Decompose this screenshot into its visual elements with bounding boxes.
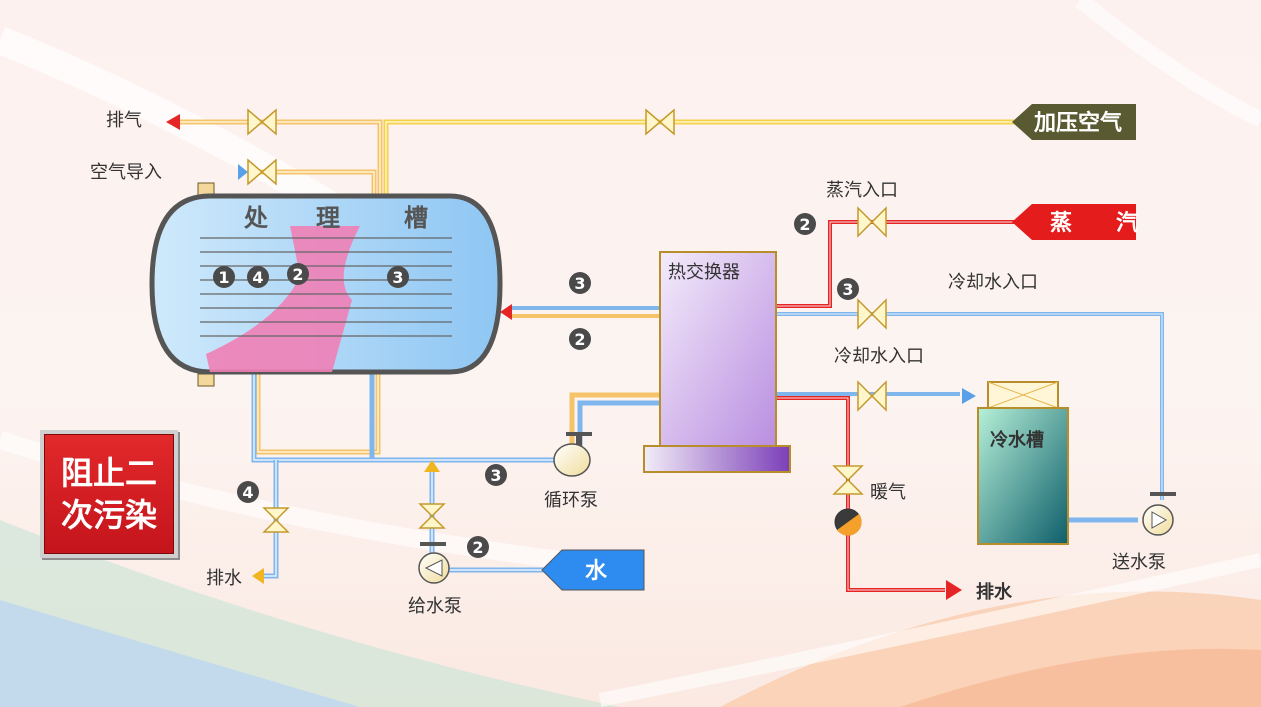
cooling-water-inlet-label-2: 冷却水入口 (834, 346, 924, 367)
callout-text: 阻止二次污染 (60, 454, 157, 534)
svg-text:3: 3 (490, 466, 501, 485)
valve-drain-left[interactable] (262, 507, 290, 533)
circulation-pump[interactable] (553, 432, 592, 477)
pressurized-air-pipe (383, 119, 1015, 196)
heating-label: 暖气 (870, 482, 906, 503)
exhaust-pipe (180, 119, 383, 196)
svg-text:4: 4 (252, 268, 263, 287)
badge-tank-return-3: 3 (569, 272, 591, 294)
tank-title-char-1: 处 (243, 204, 268, 232)
drain-right-label: 排水 (976, 581, 1013, 603)
badge-circ-line: 3 (485, 464, 507, 486)
air-in-pipe (248, 169, 377, 196)
tank-racks (200, 237, 452, 337)
treatment-tank: 处 理 槽 1 4 2 3 (149, 182, 512, 387)
valve-feed[interactable] (418, 503, 446, 529)
valve-exhaust[interactable] (247, 108, 277, 136)
supply-pump-label: 送水泵 (1112, 552, 1166, 573)
valve-heating[interactable] (832, 465, 864, 495)
steam-inlet-label: 蒸汽入口 (826, 180, 898, 201)
drain-right-arrow-icon (946, 580, 962, 600)
feed-pump[interactable] (418, 542, 450, 584)
drain-left-label: 排水 (206, 568, 242, 589)
cold-water-tank: 冷水槽 (977, 381, 1069, 545)
badge-cooling-line: 3 (837, 278, 859, 300)
tank-badge-3: 3 (387, 266, 409, 288)
cooling-water-inlet-label-1: 冷却水入口 (948, 272, 1038, 293)
valve-steam-inlet[interactable] (857, 206, 887, 238)
svg-text:蒸 汽: 蒸 汽 (1050, 210, 1138, 236)
tank-bottom-pipes (251, 372, 560, 463)
exhaust-label: 排气 (106, 110, 142, 131)
svg-text:2: 2 (799, 215, 810, 234)
svg-text:3: 3 (392, 268, 403, 287)
svg-text:1: 1 (218, 268, 229, 287)
feed-pump-label: 给水泵 (408, 596, 462, 617)
pressure-gauge-icon (834, 508, 862, 536)
tank-badge-2: 2 (287, 263, 309, 285)
cold-water-tank-label: 冷水槽 (990, 429, 1044, 451)
svg-text:加压空气: 加压空气 (1033, 110, 1122, 136)
svg-text:4: 4 (242, 483, 253, 502)
badge-steam-line: 2 (794, 213, 816, 235)
tank-badge-4: 4 (247, 266, 269, 288)
tank-title-char-2: 理 (316, 204, 340, 232)
valve-pressurized-air[interactable] (645, 108, 675, 136)
circulation-pump-label: 循环泵 (544, 490, 598, 511)
air-in-arrow-icon (238, 164, 248, 180)
svg-text:2: 2 (292, 265, 303, 284)
badge-tank-return-2: 2 (569, 328, 591, 350)
svg-text:3: 3 (574, 274, 585, 293)
heat-exchanger: 热交换器 (643, 251, 791, 473)
tank-title-char-3: 槽 (404, 204, 428, 232)
cooling-water-pipe (745, 312, 1164, 523)
tank-badge-1: 1 (213, 266, 235, 288)
badge-drain-line: 4 (237, 481, 259, 503)
water-tag: 水 (541, 549, 645, 591)
drain-left-pipe (262, 460, 279, 579)
drain-left-arrow-icon (252, 568, 264, 584)
feed-up-arrow-icon (424, 460, 440, 472)
callout-box: 阻止二次污染 (40, 430, 178, 558)
svg-text:3: 3 (842, 280, 853, 299)
pressurized-air-tag: 加压空气 (1012, 104, 1136, 140)
heat-exchanger-label: 热交换器 (668, 262, 740, 283)
exhaust-arrow-icon (166, 114, 180, 130)
svg-text:2: 2 (574, 330, 585, 349)
svg-text:2: 2 (472, 538, 483, 557)
air-in-label: 空气导入 (90, 162, 162, 183)
valve-cooling-inlet-2[interactable] (857, 380, 887, 412)
svg-text:水: 水 (585, 559, 608, 584)
supply-pump[interactable] (1142, 492, 1176, 536)
cold-tank-arrow-icon (962, 388, 976, 404)
badge-feed-line: 2 (467, 536, 489, 558)
tank-inlet-arrow-icon (500, 304, 512, 320)
steam-tag: 蒸 汽 (1012, 204, 1138, 240)
valve-cooling-inlet-1[interactable] (857, 298, 887, 330)
